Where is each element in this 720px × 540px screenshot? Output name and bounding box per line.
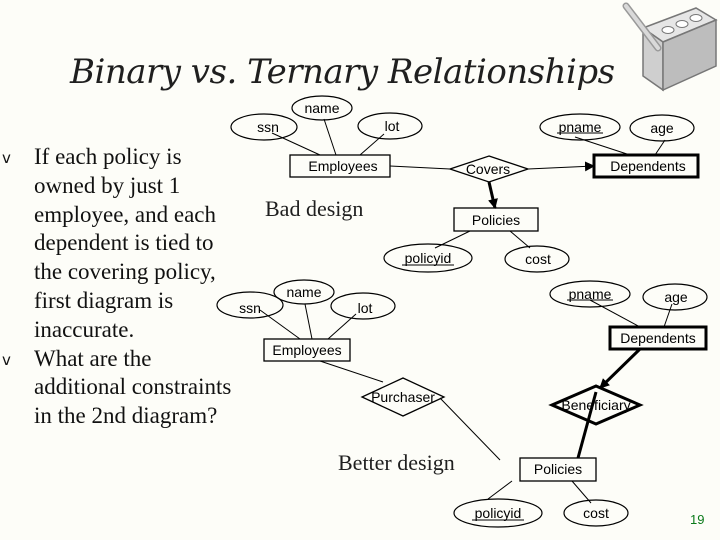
attribute-age-label: age <box>664 289 688 305</box>
relationship-beneficiary <box>548 384 644 426</box>
attribute-policyid <box>453 498 543 528</box>
attribute-policyid <box>383 243 473 273</box>
entity-policies-label: Policies <box>472 212 520 228</box>
attribute-pname-label: pname <box>569 286 612 302</box>
entity-policies-label: Policies <box>534 461 582 477</box>
slide-title: Binary vs. Ternary Relationships <box>70 52 615 92</box>
attribute-ssn <box>230 113 298 141</box>
attribute-name-label: name <box>286 284 321 300</box>
attribute-ssn-label: ssn <box>257 119 279 135</box>
attribute-age <box>642 283 708 311</box>
relationship-beneficiary-label: Beneficiary <box>561 397 630 413</box>
entity-dependents <box>608 325 708 351</box>
bullet-marker: v <box>2 350 11 369</box>
entity-employees-label: Employees <box>308 158 377 174</box>
relationship-purchaser <box>360 377 446 417</box>
bullet-marker: v <box>2 149 11 167</box>
attribute-pname <box>549 280 631 308</box>
entity-employees <box>263 338 351 362</box>
attribute-name-label: name <box>304 100 339 116</box>
bullet-text: If each policy is owned by just 1 employ… <box>34 144 216 342</box>
entity-policies <box>519 457 597 482</box>
attribute-ssn <box>216 291 284 319</box>
relationship-covers-label: Covers <box>466 161 510 177</box>
entity-employees-label: Employees <box>272 342 341 358</box>
attribute-lot-label: lot <box>358 300 373 316</box>
attribute-cost <box>563 499 629 527</box>
attribute-name <box>291 95 353 121</box>
attribute-pname <box>539 113 621 141</box>
page-number: 19 <box>690 512 705 527</box>
toolbox-icon <box>622 2 718 92</box>
attribute-name <box>273 279 335 305</box>
diagram-better-design: ssn name lot pname age Employees Depende… <box>216 279 708 528</box>
attribute-cost-label: cost <box>525 251 551 267</box>
relationship-purchaser-label: Purchaser <box>371 389 435 405</box>
attribute-lot-label: lot <box>385 118 400 134</box>
bullet-item: v What are the additional constraints in… <box>2 345 234 431</box>
attribute-lot <box>357 112 423 140</box>
relationship-covers <box>447 155 531 183</box>
attribute-age <box>629 114 695 142</box>
entity-dependents-label: Dependents <box>610 158 686 174</box>
diagram-bad-design: ssn name lot pname age Employees Covers … <box>230 95 700 273</box>
attribute-cost-label: cost <box>583 505 609 521</box>
attribute-pname-label: pname <box>559 119 602 135</box>
entity-dependents <box>592 153 700 179</box>
better-design-note: Better design <box>338 450 455 475</box>
bullet-list: v If each policy is owned by just 1 empl… <box>2 143 234 431</box>
bullet-item: v If each policy is owned by just 1 empl… <box>2 143 234 345</box>
bad-design-note: Bad design <box>265 196 363 221</box>
attribute-policyid-label: policyid <box>475 505 522 521</box>
bullet-text: What are the additional constraints in t… <box>34 345 232 429</box>
attribute-policyid-label: policyid <box>405 250 452 266</box>
entity-employees <box>289 154 391 178</box>
attribute-lot <box>330 292 396 320</box>
attribute-cost <box>504 245 570 273</box>
entity-policies <box>453 207 539 232</box>
attribute-age-label: age <box>650 120 674 136</box>
attribute-ssn-label: ssn <box>239 300 261 316</box>
entity-dependents-label: Dependents <box>620 330 696 346</box>
